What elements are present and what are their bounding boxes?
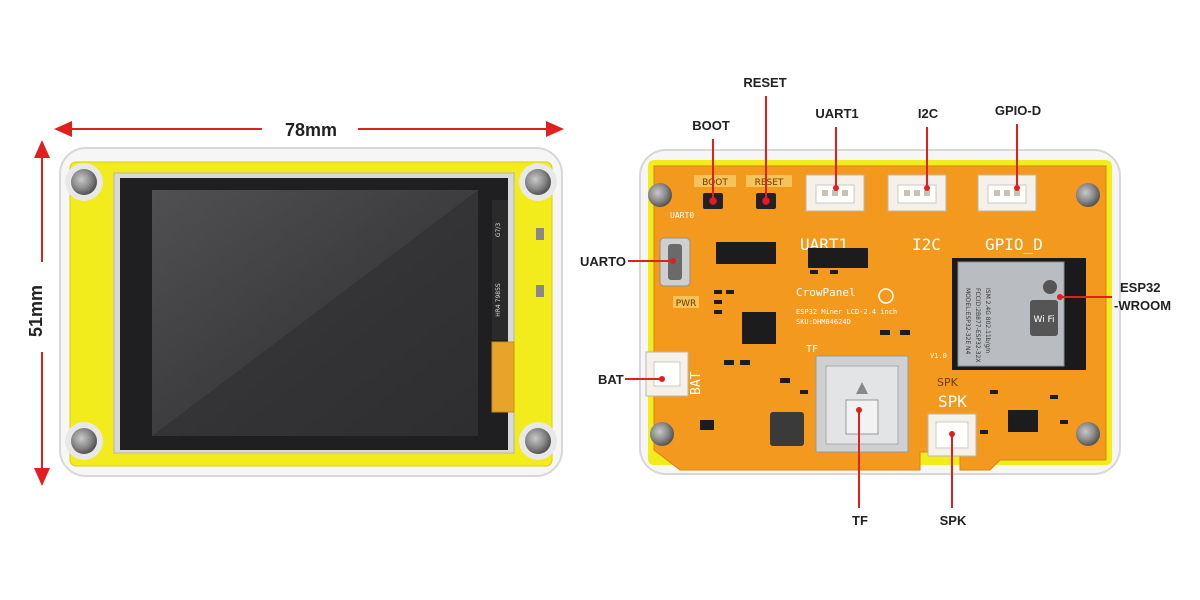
callout-reset-label: RESET: [743, 75, 786, 90]
silk-brand: CrowPanel: [796, 286, 856, 299]
height-dimension: 51mm: [26, 140, 50, 486]
width-label: 78mm: [285, 120, 337, 140]
callout-tf: TF: [852, 407, 868, 528]
silk-spk-large: SPK: [938, 392, 967, 411]
ic-row: [808, 248, 868, 268]
callouts: RESET BOOT UART1 I2C GPIO-D UARTO: [580, 75, 1171, 528]
i2c-connector: [887, 174, 947, 212]
inductor: [770, 412, 804, 446]
bat-connector: [645, 351, 689, 397]
silk-gpio-d: GPIO_D: [985, 235, 1043, 254]
silk-model: ESP32 Miner LCD-2.4 inch: [796, 308, 897, 316]
callout-esp32: ESP32 -WROOM: [1057, 280, 1171, 313]
back-view: BOOT RESET UART0 UART1 I2C GPIO_D PWR TF…: [639, 149, 1121, 475]
display-side-strip: [492, 200, 508, 340]
callout-esp32-label-2: -WROOM: [1114, 298, 1171, 313]
callout-esp32-label-1: ESP32: [1120, 280, 1160, 295]
mounting-screws-front: [65, 163, 557, 460]
boot-silk-box: [694, 175, 736, 187]
pwr-silk-box: [673, 296, 699, 308]
silk-boot: BOOT: [702, 178, 728, 188]
reset-silk-box: [746, 175, 792, 187]
silk-sku: SKU:DHM84624D: [796, 318, 851, 326]
front-view: 78mm 51mm G7/3 HR4 7985S: [26, 120, 564, 486]
display-flex-cable: [491, 341, 515, 413]
silk-spk: SPK: [937, 376, 959, 389]
callout-tf-label: TF: [852, 513, 868, 528]
esp32-module: MODEL:ESP32-32E N4 FCCID:2B877-ESP32-32X…: [952, 258, 1086, 370]
brand-logo: [878, 288, 894, 304]
wifi-logo: [1030, 300, 1058, 336]
side-mark-1: G7/3: [495, 223, 502, 237]
module-text-1: MODEL:ESP32-32E N4: [964, 288, 971, 355]
ic-amp: [1008, 410, 1038, 432]
wifi-text: Wi Fi: [1033, 315, 1054, 325]
callout-gpio-label: GPIO-D: [995, 103, 1041, 118]
silk-bat: BAT: [689, 371, 704, 395]
lcd-screen: [152, 190, 478, 436]
silk-i2c: I2C: [912, 235, 941, 254]
side-mark-2: HR4 7985S: [495, 283, 502, 317]
callout-uart1: UART1: [815, 106, 859, 191]
silk-tf: TF: [806, 344, 818, 355]
callout-uart0-label: UARTO: [580, 254, 626, 269]
callout-spk: SPK: [940, 431, 967, 528]
callout-bat: BAT: [598, 372, 665, 387]
side-pad: [536, 228, 544, 240]
height-label: 51mm: [26, 285, 46, 337]
width-dimension: 78mm: [54, 120, 564, 140]
diode: [700, 420, 714, 430]
mounting-screws-back: [648, 183, 1100, 446]
callout-reset: RESET: [743, 75, 787, 204]
gpio-connector: [977, 174, 1037, 212]
callout-bat-label: BAT: [598, 372, 624, 387]
ic-usb-uart: [742, 312, 776, 344]
callout-i2c: I2C: [918, 106, 939, 191]
callout-boot-label: BOOT: [692, 118, 730, 133]
module-text-2: FCCID:2B877-ESP32-32X: [974, 288, 981, 363]
silk-reset: RESET: [755, 178, 784, 188]
smd-components: [714, 270, 1068, 434]
module-text-3: ISM 2.4G 802.11b/g/n: [984, 288, 991, 353]
silk-pwr: PWR: [676, 299, 697, 309]
silk-uart0: UART0: [670, 211, 694, 220]
callout-uart0: UARTO: [580, 254, 676, 269]
tf-card-slot: [815, 355, 909, 453]
ic-header: [716, 242, 776, 264]
espressif-logo: [1043, 280, 1057, 294]
side-pad: [536, 285, 544, 297]
callout-uart1-label: UART1: [815, 106, 858, 121]
callout-spk-label: SPK: [940, 513, 967, 528]
callout-boot: BOOT: [692, 118, 730, 204]
callout-i2c-label: I2C: [918, 106, 939, 121]
callout-gpio: GPIO-D: [995, 103, 1041, 191]
silk-version: V1.0: [930, 352, 947, 360]
